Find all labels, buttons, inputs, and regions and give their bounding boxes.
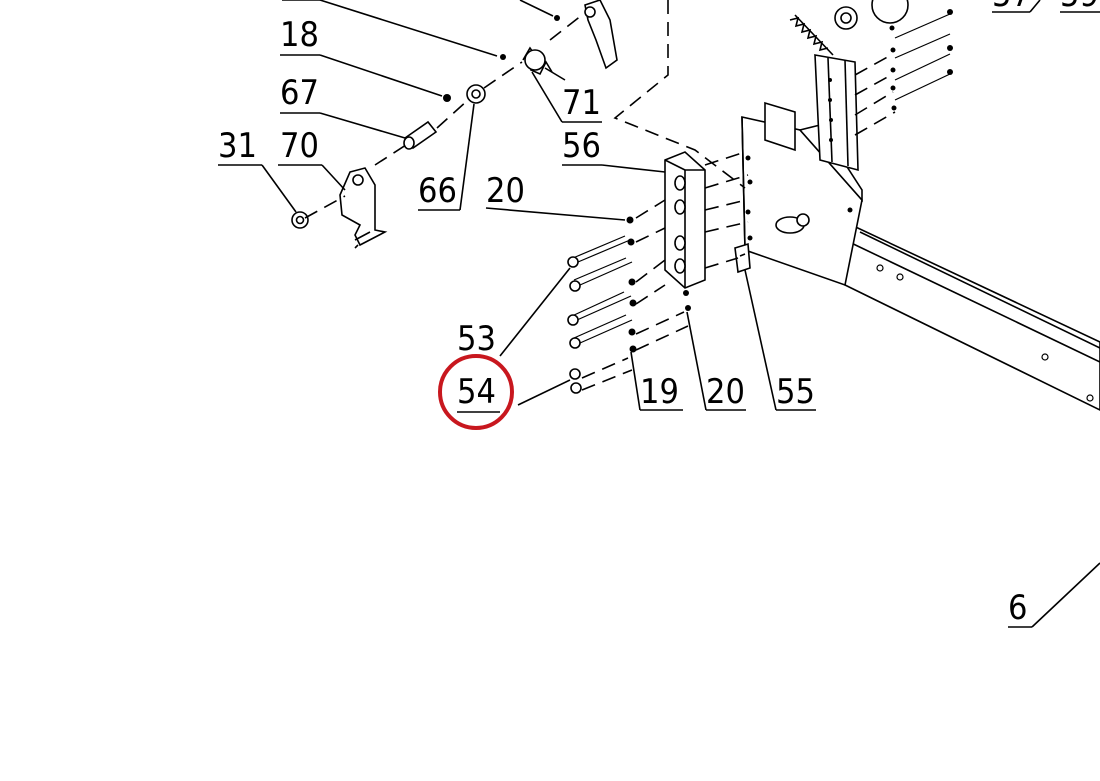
part-56-block <box>664 151 706 289</box>
left-assembly <box>291 0 746 249</box>
label-66: 66 <box>418 171 457 211</box>
label-18: 18 <box>280 15 319 55</box>
callout-labels: 18 67 31 70 66 20 71 56 53 54 19 20 55 6… <box>218 0 1099 628</box>
label-71: 71 <box>562 83 601 123</box>
frame-beam <box>844 220 1100 411</box>
leader-lines <box>218 0 1100 628</box>
label-31: 31 <box>218 126 257 166</box>
label-59: 59 <box>1060 0 1099 15</box>
label-67: 67 <box>280 73 319 113</box>
label-55: 55 <box>776 372 815 412</box>
label-6: 6 <box>1008 588 1027 628</box>
label-53: 53 <box>457 319 496 359</box>
label-19: 19 <box>640 372 679 412</box>
bolts-53 <box>567 199 691 394</box>
highlight-circle <box>438 354 514 430</box>
label-57: 57 <box>992 0 1031 15</box>
label-20-top: 20 <box>486 171 525 211</box>
label-20-bottom: 20 <box>706 372 745 412</box>
part-55-plate <box>734 242 751 274</box>
vertical-post <box>789 0 953 172</box>
label-54: 54 <box>457 372 496 412</box>
bolt-stack-right <box>854 9 953 136</box>
assembly-lines-center <box>704 151 749 269</box>
label-56: 56 <box>562 126 601 166</box>
label-70: 70 <box>280 126 319 166</box>
